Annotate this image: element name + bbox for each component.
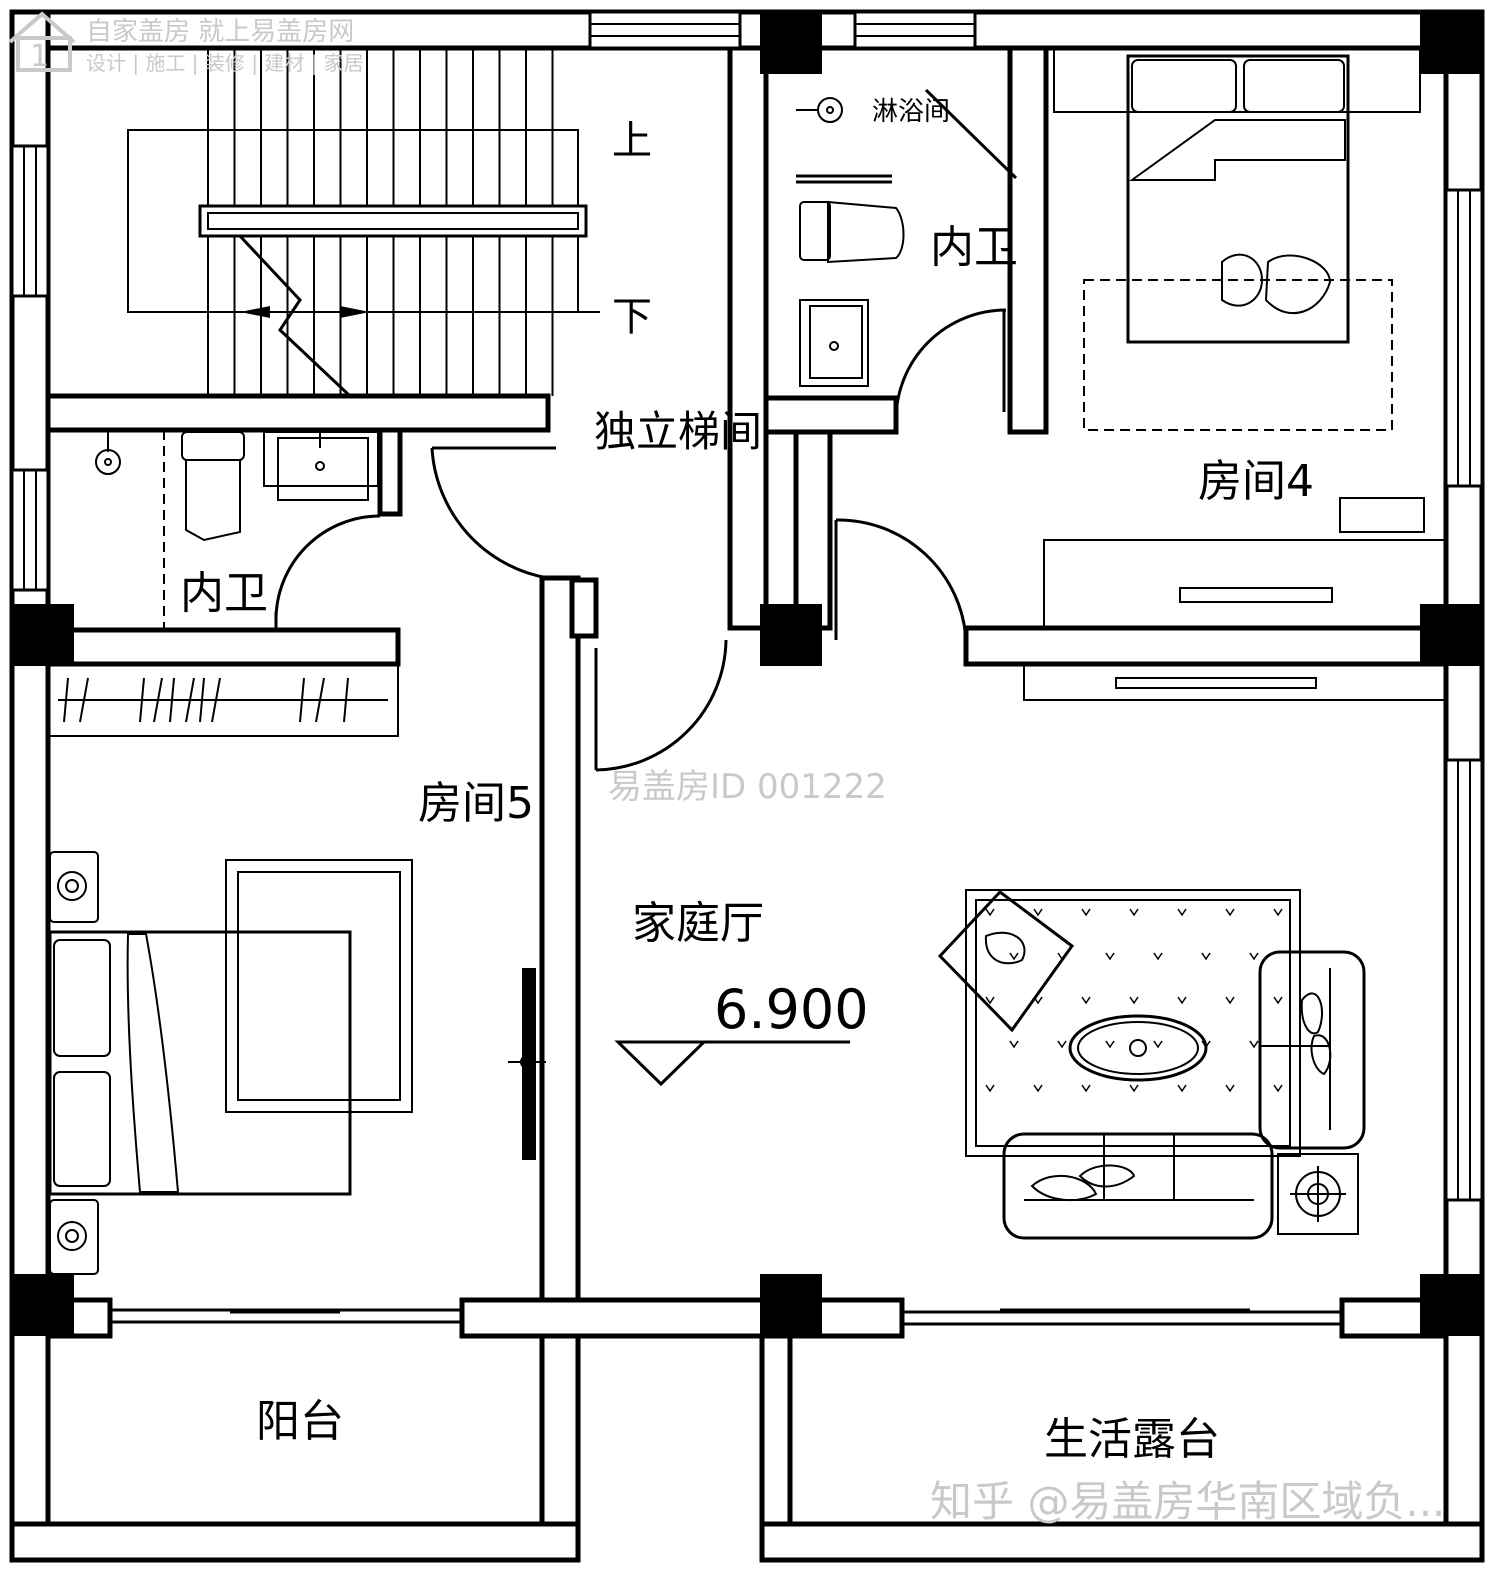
balcony-label: 阳台: [256, 1396, 344, 1447]
hanger: [199, 677, 205, 723]
windows: [10, 10, 1484, 1326]
shower-room-label: 淋浴间: [872, 97, 950, 127]
rug-mark: [1201, 952, 1211, 961]
rug-mark: [1273, 996, 1283, 1005]
room5-label: 房间5: [418, 778, 534, 829]
room4-label: 房间4: [1198, 456, 1314, 507]
hanger: [153, 677, 163, 723]
brand-line: 自家盖房 就上易盖房网: [86, 17, 354, 47]
rug-mark: [1249, 1040, 1259, 1049]
rug-mark: [1105, 1040, 1115, 1049]
room-labels: 上 下 独立梯间 淋浴间 内卫 内卫 房间4 房间5 家庭厅 阳台 生活露台: [180, 97, 1314, 1465]
rug-mark: [985, 908, 995, 917]
rug-mark: [1009, 1040, 1019, 1049]
room5-furniture: [48, 851, 546, 1275]
hall-sofa-set: [937, 889, 1366, 1240]
hanger: [63, 677, 69, 723]
left-bath-fixtures: [95, 430, 379, 630]
room4-furniture: [1023, 47, 1447, 701]
svg-text:1: 1: [30, 39, 49, 74]
staircase: [127, 48, 600, 398]
brand-logo-icon: 1: [8, 11, 76, 74]
bath-left-label: 内卫: [180, 568, 268, 619]
hanger: [169, 677, 175, 723]
terrace-label: 生活露台: [1044, 1414, 1220, 1465]
rug-mark: [1105, 952, 1115, 961]
wardrobe: [47, 663, 399, 737]
rug-mark: [1153, 952, 1163, 961]
hangers: [63, 677, 349, 723]
rug-mark: [1273, 1084, 1283, 1093]
rug-mark: [1081, 1084, 1091, 1093]
center-id: 易盖房ID 001222: [608, 767, 887, 807]
rug-mark: [1177, 996, 1187, 1005]
rug-mark: [1225, 996, 1235, 1005]
doors: [274, 88, 1018, 772]
stair-up-label: 上: [612, 118, 652, 164]
hanger: [343, 677, 349, 723]
rug-mark: [985, 996, 995, 1005]
stair-down-label: 下: [612, 294, 652, 340]
rug-mark: [1057, 1040, 1067, 1049]
rug-mark: [1129, 1084, 1139, 1093]
family-hall-label: 家庭厅: [632, 898, 764, 949]
hanger: [139, 677, 145, 723]
services-line: 设计 | 施工 | 装修 | 建材 | 家居: [86, 51, 364, 75]
rug-mark: [1177, 1084, 1187, 1093]
level-value: 6.900: [714, 978, 869, 1041]
hanger: [185, 677, 195, 723]
rug-mark: [1081, 908, 1091, 917]
rug-mark: [985, 1084, 995, 1093]
level-mark: 6.900: [614, 978, 869, 1087]
rug-mark: [1225, 1084, 1235, 1093]
hanger: [315, 677, 325, 723]
rug-mark: [1009, 952, 1019, 961]
rug-mark: [1153, 1040, 1163, 1049]
watermarks: 1 自家盖房 就上易盖房网 设计 | 施工 | 装修 | 建材 | 家居 易盖房…: [8, 11, 1445, 1526]
hanger: [211, 677, 221, 723]
rug-mark: [1177, 908, 1187, 917]
rug-mark: [1033, 1084, 1043, 1093]
rug-mark: [1225, 908, 1235, 917]
hanger: [79, 677, 89, 723]
rug-mark: [1129, 908, 1139, 917]
bath-right-label: 内卫: [930, 222, 1018, 273]
rug-pattern: [985, 908, 1283, 1093]
rug-mark: [1273, 908, 1283, 917]
rug-mark: [1081, 996, 1091, 1005]
columns: [12, 12, 1482, 1336]
rug-mark: [1129, 996, 1139, 1005]
footer-watermark: 知乎 @易盖房华南区域负...: [930, 1477, 1445, 1526]
stair-hall-label: 独立梯间: [594, 407, 762, 456]
rug-mark: [1033, 908, 1043, 917]
rug-mark: [1249, 952, 1259, 961]
right-bath-fixtures: [796, 97, 905, 387]
hanger: [299, 677, 305, 723]
